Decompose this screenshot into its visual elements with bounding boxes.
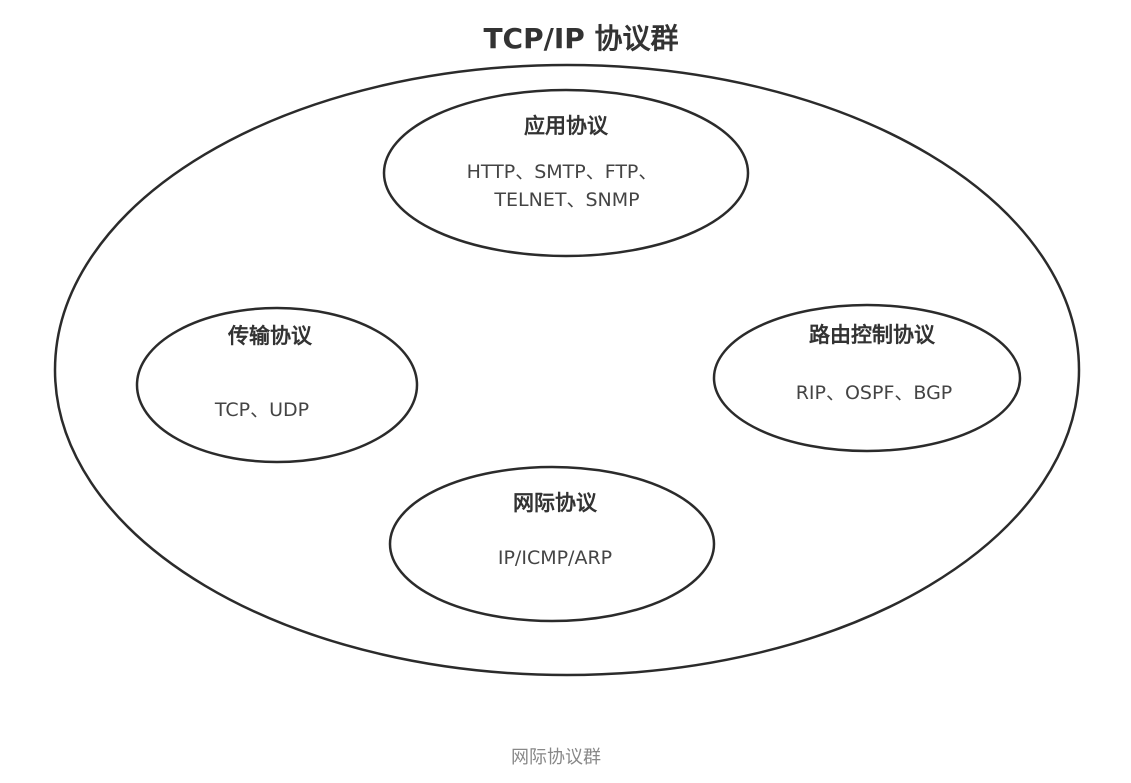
internet-protocols-title: 网际协议 [513, 491, 598, 515]
application-protocols-ellipse [382, 88, 750, 258]
routing-protocols-title: 路由控制协议 [809, 323, 936, 347]
diagram-title: TCP/IP 协议群 [483, 22, 678, 55]
routing-protocols-ellipse [712, 303, 1022, 453]
application-protocols-group: 应用协议 HTTP、SMTP、FTP、 TELNET、SNMP [382, 88, 750, 258]
transport-protocols-group: 传输协议 TCP、UDP [135, 306, 419, 464]
transport-protocols-title: 传输协议 [227, 324, 313, 348]
routing-protocols-line-1: RIP、OSPF、BGP [796, 382, 953, 404]
routing-protocols-group: 路由控制协议 RIP、OSPF、BGP [712, 303, 1022, 453]
internet-protocols-line-1: IP/ICMP/ARP [498, 547, 612, 569]
application-protocols-title: 应用协议 [524, 114, 609, 138]
internet-protocols-group: 网际协议 IP/ICMP/ARP [388, 465, 716, 623]
figure-caption: 网际协议群 [511, 747, 601, 768]
transport-protocols-line-1: TCP、UDP [214, 399, 309, 421]
application-protocols-line-2: TELNET、SNMP [493, 189, 639, 211]
transport-protocols-ellipse [135, 306, 419, 464]
protocol-suite-outer-ellipse [53, 63, 1081, 677]
application-protocols-line-1: HTTP、SMTP、FTP、 [467, 161, 658, 183]
internet-protocols-ellipse [388, 465, 716, 623]
